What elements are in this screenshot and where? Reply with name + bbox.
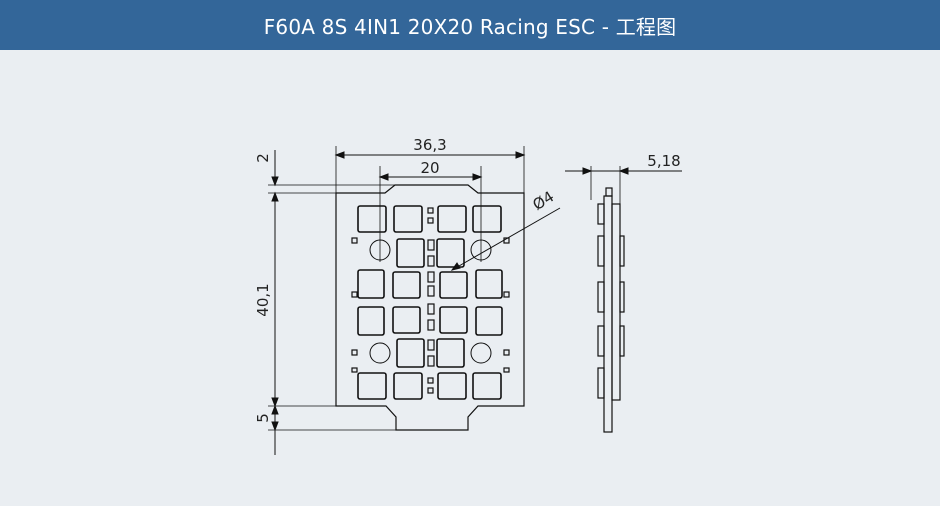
dim-body-height: 40,1 xyxy=(254,283,272,316)
mount-hole xyxy=(369,342,391,364)
dim-hole-diameter: Ø4 xyxy=(530,187,558,214)
passives xyxy=(351,207,510,394)
mosfet-grid xyxy=(357,205,503,400)
header-bar: F60A 8S 4IN1 20X20 Racing ESC - 工程图 xyxy=(0,0,940,50)
board-outline xyxy=(335,184,525,431)
side-view xyxy=(597,187,625,433)
drawing-area: 36,3 20 2 40,1 5 Ø4 5,18 xyxy=(0,50,940,502)
dim-side-thickness: 5,18 xyxy=(647,152,680,170)
dim-bottom-tab: 5 xyxy=(254,413,272,423)
engineering-drawing: 36,3 20 2 40,1 5 Ø4 5,18 xyxy=(254,136,682,455)
page-title: F60A 8S 4IN1 20X20 Racing ESC - 工程图 xyxy=(263,14,677,39)
dim-top-gap: 2 xyxy=(254,153,272,163)
mount-hole xyxy=(470,342,492,364)
dim-hole-spacing: 20 xyxy=(420,159,439,177)
dim-overall-width: 36,3 xyxy=(413,136,446,154)
